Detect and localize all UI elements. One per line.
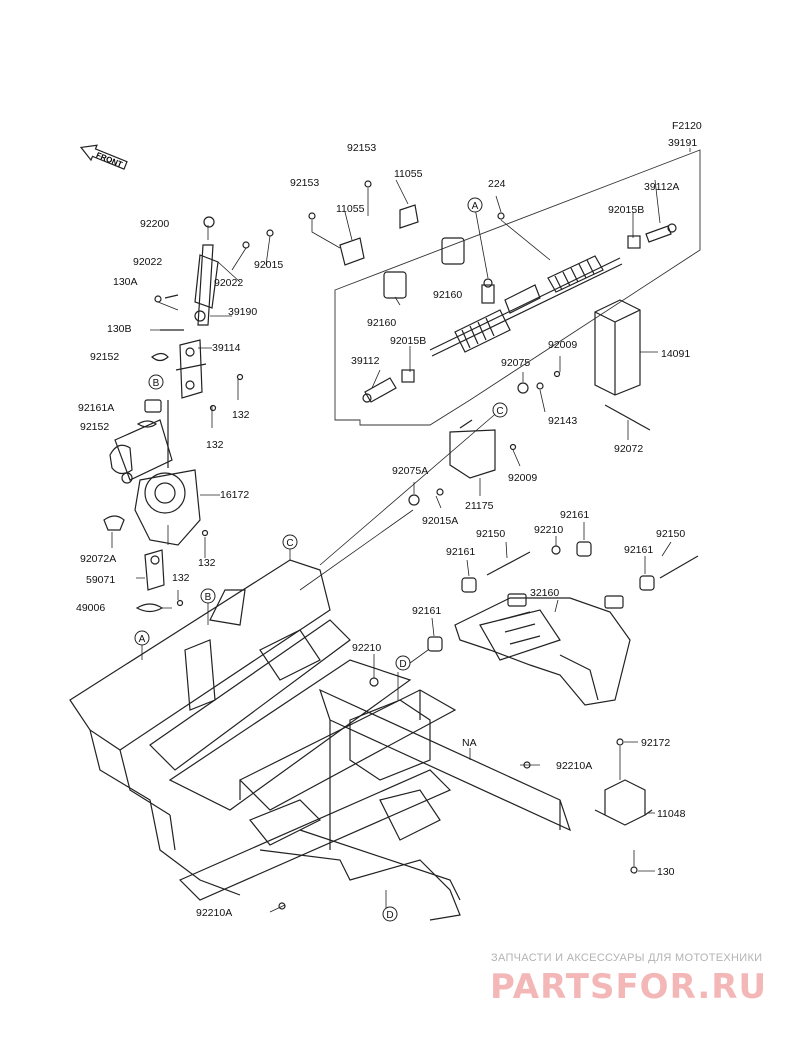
part-label: 92152 <box>90 351 119 363</box>
part-label: 130 <box>657 866 675 878</box>
part-label: 92161 <box>624 544 653 556</box>
watermark-caption: ЗАПЧАСТИ И АКСЕССУАРЫ ДЛЯ МОТОТЕХНИКИ <box>491 952 762 964</box>
part-label: 132 <box>198 557 216 569</box>
part-label: 92072 <box>614 443 643 455</box>
part-label: 92015A <box>422 515 458 527</box>
part-label: 14091 <box>661 348 690 360</box>
front-arrow-icon: FRONT <box>79 144 128 170</box>
part-label: 39114 <box>212 342 241 354</box>
part-label: 39191 <box>668 137 697 149</box>
part-label: 92152 <box>80 421 109 433</box>
part-label: 92210A <box>196 907 232 919</box>
part-label: 92150 <box>476 528 505 540</box>
power-steering-unit <box>109 400 201 546</box>
part-label: 92210A <box>556 760 592 772</box>
watermark-logo: PARTSFOR.RU <box>490 967 767 1007</box>
svg-text:B: B <box>153 378 160 389</box>
callout-d-frame: D <box>382 906 398 922</box>
front-label: FRONT <box>95 151 124 170</box>
callout-a-top: A <box>467 197 483 213</box>
part-labels: 39191 92153 11055 224 92153 11055 39112A… <box>76 137 697 919</box>
callout-c-frame: C <box>282 534 298 550</box>
part-label: 92161A <box>78 402 114 414</box>
lower-joint <box>135 529 209 613</box>
callout-d-arm: D <box>395 655 411 671</box>
part-label: 92015B <box>390 335 426 347</box>
part-label: 92210 <box>352 642 381 654</box>
figure-code: F2120 <box>672 120 702 132</box>
part-label: 92009 <box>548 339 577 351</box>
part-label: 92015B <box>608 204 644 216</box>
tie-rod-end-left <box>362 369 415 403</box>
part-label: 39190 <box>228 306 257 318</box>
part-label: 92075 <box>501 357 530 369</box>
part-label: 92015 <box>254 259 283 271</box>
part-label: 92210 <box>534 524 563 536</box>
part-label: 92161 <box>560 509 589 521</box>
part-label: 92022 <box>133 256 162 268</box>
svg-text:D: D <box>386 910 393 921</box>
part-label: 16172 <box>220 489 249 501</box>
part-label: 224 <box>488 178 506 190</box>
svg-text:B: B <box>205 592 212 603</box>
vehicle-frame <box>69 559 572 921</box>
steering-rack <box>429 255 623 357</box>
part-label: 132 <box>172 572 190 584</box>
callout-b-frame: B <box>200 588 216 604</box>
svg-text:C: C <box>286 538 293 549</box>
part-label: NA <box>462 737 477 749</box>
part-label: 59071 <box>86 574 115 586</box>
part-label: 92161 <box>412 605 441 617</box>
callout-b-left: B <box>148 374 164 390</box>
part-label: 130A <box>113 276 138 288</box>
svg-text:A: A <box>472 201 479 212</box>
part-label: 92075A <box>392 465 428 477</box>
part-label: 39112A <box>644 181 679 193</box>
part-label: 92153 <box>290 177 319 189</box>
part-label: 11055 <box>336 203 365 215</box>
svg-text:C: C <box>496 406 503 417</box>
part-label: 92200 <box>140 218 169 230</box>
part-label: 21175 <box>465 500 494 512</box>
part-label: 32160 <box>530 587 559 599</box>
part-label: 11055 <box>394 168 423 180</box>
guard-cover <box>594 299 641 396</box>
part-label: 49006 <box>76 602 105 614</box>
svg-text:D: D <box>399 659 406 670</box>
a-arm <box>454 593 631 706</box>
part-label: 39112 <box>351 355 380 367</box>
part-label: 92009 <box>508 472 537 484</box>
part-label: 92022 <box>214 277 243 289</box>
part-label: 92172 <box>641 737 670 749</box>
part-label: 92072A <box>80 553 116 565</box>
svg-text:A: A <box>139 634 146 645</box>
part-label: 92150 <box>656 528 685 540</box>
callout-c-middle: C <box>492 402 508 418</box>
steering-column <box>154 216 274 331</box>
part-label: 92160 <box>433 289 462 301</box>
part-label: 92160 <box>367 317 396 329</box>
tie-rod-end-right <box>627 223 677 249</box>
rack-clamps <box>308 180 505 299</box>
part-label: 11048 <box>657 808 686 820</box>
part-label: 132 <box>232 409 250 421</box>
callout-a-frame: A <box>134 630 150 646</box>
universal-joint <box>175 339 207 399</box>
part-label: 92143 <box>548 415 577 427</box>
mount-bracket <box>594 738 653 874</box>
part-label: 92153 <box>347 142 376 154</box>
part-label: 130B <box>107 323 132 335</box>
a-arm-hardware <box>369 541 699 687</box>
part-label: 92161 <box>446 546 475 558</box>
part-label: 132 <box>206 439 224 451</box>
rack-group-outline <box>334 149 701 426</box>
bracket-21175 <box>408 370 561 506</box>
